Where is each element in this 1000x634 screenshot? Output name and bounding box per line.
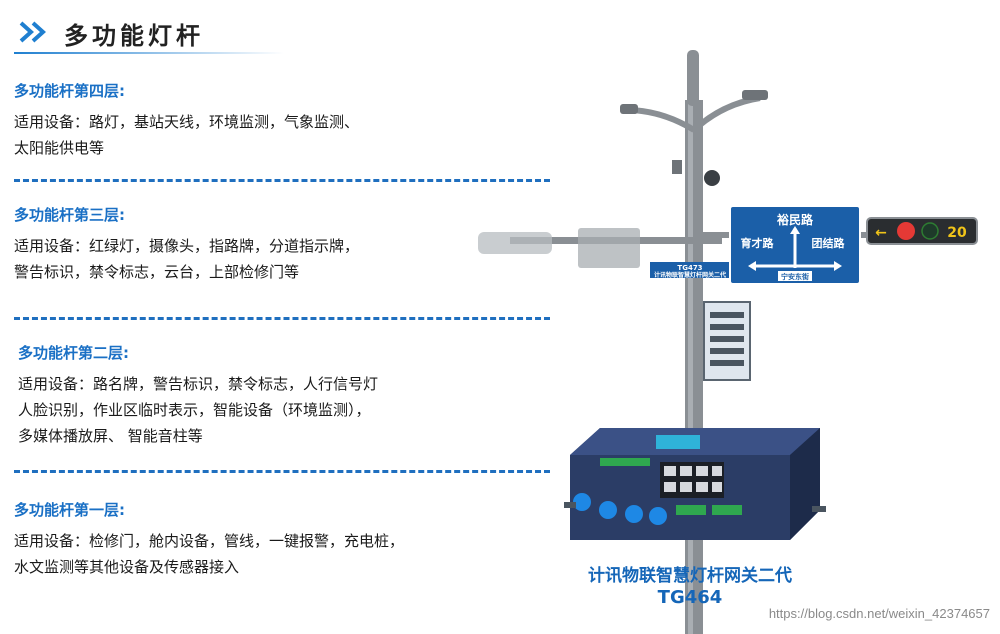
watermark: https://blog.csdn.net/weixin_42374657 [768,606,990,621]
display-item [710,348,744,354]
antenna-connector-icon [599,501,617,519]
mounting-flange [812,506,826,512]
antenna [687,50,699,106]
terminal-block [600,458,650,466]
pole-label-plate [650,262,730,278]
display-item [710,360,744,366]
lamp-arm-right [691,95,761,133]
sensor-box [672,160,682,174]
layer-three-section: 多功能杆第三层: 适用设备：红绿灯，摄像头，指路牌，分道指示牌， 警告标识，禁令… [14,204,484,285]
camera-icon [704,170,720,186]
title-underline [14,52,284,54]
antenna-connector-icon [649,507,667,525]
sign-bottom-plate [778,271,812,281]
red-light-icon [897,222,915,240]
section-text-line: 适用设备：路灯，基站天线，环境监测，气象监测、 [14,113,360,131]
section-text-line: 水文监测等其他设备及传感器接入 [14,558,240,576]
pole-shaft [685,100,703,634]
section-text-line: 多媒体播放屏、 智能音柱等 [18,427,203,445]
section-text-line: 适用设备：红绿灯，摄像头，指路牌，分道指示牌， [14,237,360,255]
section-heading: 多功能杆第一层: [14,501,125,519]
ethernet-port [712,482,722,492]
section-divider [14,317,550,320]
smart-pole-illustration: TG473 计讯物联智慧灯杆网关二代 裕民路 育才路 团结路 宁安东街 ← 20 [478,50,978,634]
pole-label-model: TG473 [677,264,702,272]
layer-two-section: 多功能杆第二层: 适用设备：路名牌，警告标识，禁令标志，人行信号灯 人脸识别，作… [18,342,488,449]
pole-highlight [688,100,693,634]
display-item [710,336,744,342]
page-header: 多功能灯杆 [14,12,284,56]
section-divider [14,179,550,182]
product-model: TG464 [657,587,723,608]
antenna-connector-icon [573,493,591,511]
ethernet-port [680,482,692,492]
display-item [710,312,744,318]
layer-one-section: 多功能杆第一层: 适用设备：检修门，舱内设备，管线，一键报警，充电桩， 水文监测… [14,499,484,580]
sign-top-road: 裕民路 [776,212,814,227]
ethernet-port [696,482,708,492]
layer-four-section: 多功能杆第四层: 适用设备：路灯，基站天线，环境监测，气象监测、 太阳能供电等 [14,80,484,161]
double-chevron-right-icon [19,21,46,43]
section-heading: 多功能杆第二层: [18,344,129,362]
street-lamp-head [620,104,638,114]
mounting-flange [564,502,576,508]
sign-bottom-label: 宁安东街 [781,272,809,281]
countdown-display: 20 [947,225,967,241]
faded-sign-left [478,232,552,254]
section-text-line: 太阳能供电等 [14,139,105,157]
product-name: 计讯物联智慧灯杆网关二代 [588,566,792,586]
section-text-line: 警告标识，禁令标志，云台，上部检修门等 [14,263,300,281]
ethernet-port [680,466,692,476]
left-arrow-icon: ← [875,225,887,241]
ethernet-port [696,466,708,476]
street-lamp-head [742,90,768,100]
terminal-block [676,505,706,515]
terminal-block [712,505,742,515]
sign-left-road: 育才路 [741,236,775,250]
lamp-arm-left [631,107,696,133]
arrow-left-icon [748,261,756,271]
display-item [710,324,744,330]
sign-right-road: 团结路 [812,236,846,250]
section-text-line: 适用设备：检修门，舱内设备，管线，一键报警，充电桩， [14,532,405,550]
section-text-line: 适用设备：路名牌，警告标识，禁令标志，人行信号灯 [18,375,379,393]
arrow-right-icon [834,261,842,271]
bicycle-light-icon [921,222,939,240]
ethernet-port [664,482,676,492]
antenna-connector-icon [625,505,643,523]
section-text-line: 人脸识别，作业区临时表示，智能设备（环境监测）， [18,401,371,419]
page-title: 多功能灯杆 [64,22,204,50]
device-logo-plate [656,435,700,449]
arrow-up-icon [790,226,800,234]
section-divider [14,470,550,473]
pole-label-caption: 计讯物联智慧灯杆网关二代 [654,271,726,279]
faded-sign-middle [578,228,640,268]
ethernet-port [712,466,722,476]
section-heading: 多功能杆第三层: [14,206,125,224]
section-heading: 多功能杆第四层: [14,82,125,100]
ethernet-port [664,466,676,476]
